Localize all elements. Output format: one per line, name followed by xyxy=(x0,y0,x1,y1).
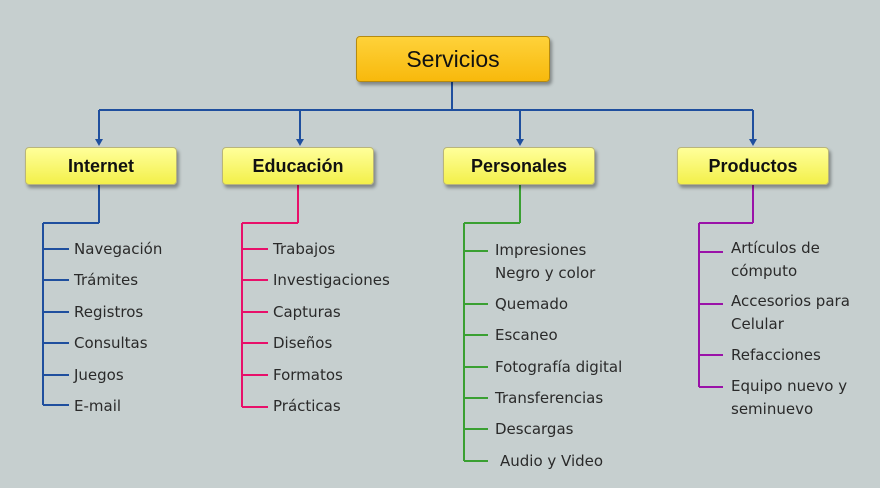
category-label-productos: Productos xyxy=(708,155,798,176)
category-educacion: Educación xyxy=(222,147,374,185)
item-trabajos: Trabajos xyxy=(273,240,336,258)
item-tramites: Trámites xyxy=(74,271,139,289)
item-practicas: Prácticas xyxy=(273,397,341,415)
item-equipo-nuevo: Equipo nuevo y seminuevo xyxy=(731,377,848,418)
item-fotografia-digital: Fotografía digital xyxy=(495,358,623,376)
item-capturas: Capturas xyxy=(273,303,341,321)
item-impresiones: Impresiones Negro y color xyxy=(495,241,596,282)
category-personales: Personales xyxy=(443,147,595,185)
drop-arrow-2 xyxy=(516,139,524,146)
drop-arrow-0 xyxy=(95,139,103,146)
item-consultas: Consultas xyxy=(74,334,148,352)
item-email: E-mail xyxy=(74,397,122,415)
category-label-personales: Personales xyxy=(470,155,568,176)
drop-arrow-3 xyxy=(749,139,757,146)
item-transferencias: Transferencias xyxy=(495,389,604,407)
item-navegacion: Navegación xyxy=(74,240,163,258)
root-label: Servicios xyxy=(406,45,500,72)
root-node-servicios: Servicios xyxy=(356,36,550,82)
item-articulos-computo: Artículos de cómputo xyxy=(731,239,820,280)
item-investigaciones: Investigaciones xyxy=(273,271,390,289)
item-registros: Registros xyxy=(74,303,144,321)
category-label-internet: Internet xyxy=(67,155,134,176)
item-quemado: Quemado xyxy=(495,295,569,313)
category-label-educacion: Educación xyxy=(252,155,344,176)
item-disenos: Diseños xyxy=(273,334,333,352)
drop-arrow-1 xyxy=(296,139,304,146)
category-productos: Productos xyxy=(677,147,829,185)
item-juegos: Juegos xyxy=(74,366,124,384)
item-formatos: Formatos xyxy=(273,366,343,384)
item-refacciones: Refacciones xyxy=(731,346,821,364)
item-audio-video: Audio y Video xyxy=(500,452,604,470)
item-descargas: Descargas xyxy=(495,420,574,438)
item-accesorios-celular: Accesorios para Celular xyxy=(731,292,850,333)
category-internet: Internet xyxy=(25,147,177,185)
item-escaneo: Escaneo xyxy=(495,326,558,344)
